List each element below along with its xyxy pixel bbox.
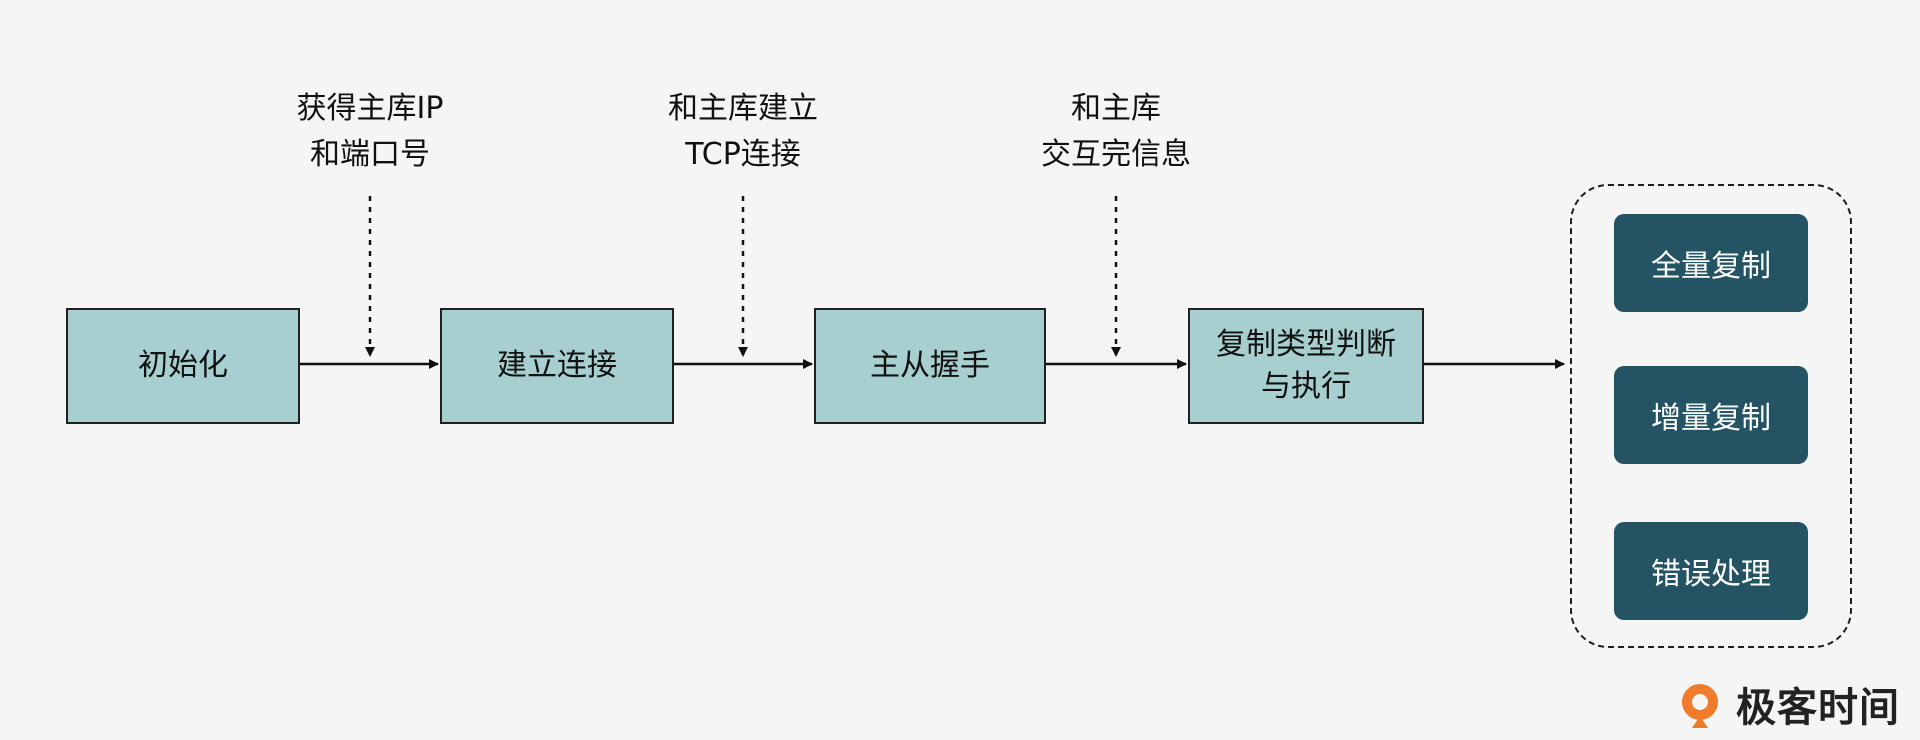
brand-logo: 极客时间 bbox=[1676, 676, 1900, 732]
annotation-exchange-info: 和主库 交互完信息 bbox=[1041, 91, 1191, 172]
type-error-handling: 错误处理 bbox=[1614, 522, 1808, 620]
type-incremental-sync: 增量复制 bbox=[1614, 366, 1808, 464]
brand-text: 极客时间 bbox=[1736, 685, 1900, 731]
replication-type-group bbox=[1570, 184, 1852, 648]
geektime-logo-icon bbox=[1676, 678, 1728, 730]
step-handshake: 主从握手 bbox=[814, 308, 1046, 424]
step-init: 初始化 bbox=[66, 308, 300, 424]
step-connect: 建立连接 bbox=[440, 308, 674, 424]
annotation-tcp-connect: 和主库建立 TCP连接 bbox=[668, 91, 818, 172]
type-full-sync: 全量复制 bbox=[1614, 214, 1808, 312]
step-type-decide: 复制类型判断 与执行 bbox=[1188, 308, 1424, 424]
annotation-ip-port: 获得主库IP 和端口号 bbox=[296, 91, 444, 172]
